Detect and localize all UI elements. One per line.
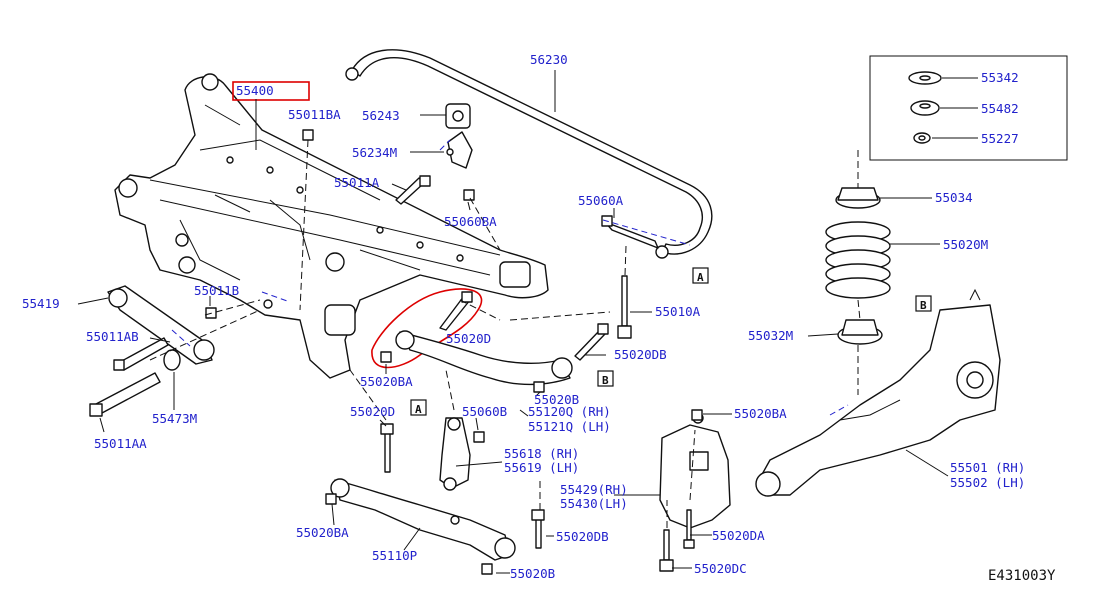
nut-55020BA-left[interactable] [380, 351, 392, 363]
ref-letter-b-right: B [920, 299, 927, 312]
callout-55020m: 55020M [943, 237, 988, 252]
callout-55020d-low: 55020D [350, 404, 395, 419]
upper-link[interactable] [395, 330, 573, 386]
callout-55618: 55618 (RH) [504, 446, 579, 461]
bolt-55011AB[interactable] [113, 337, 169, 371]
callout-55060b: 55060B [462, 404, 507, 419]
stabilizer-bar[interactable] [345, 49, 713, 259]
callout-55429: 55429(RH) [560, 482, 628, 497]
stabilizer-bushing[interactable] [445, 103, 471, 129]
callout-55011ab: 55011AB [86, 329, 139, 344]
callout-56234m: 56234M [352, 145, 397, 160]
callout-55011b: 55011B [194, 283, 239, 298]
lateral-link[interactable] [439, 417, 471, 491]
upper-spring-seat[interactable] [835, 187, 881, 209]
callout-55020db-mid: 55020DB [614, 347, 667, 362]
callout-55020db-bot: 55020DB [556, 529, 609, 544]
bolt-55010A[interactable] [617, 275, 632, 339]
callout-55060a: 55060A [578, 193, 624, 208]
nut-55020B-mid[interactable] [533, 381, 545, 393]
bolt-55020DB-mid[interactable] [574, 323, 609, 361]
rear-subframe[interactable] [114, 73, 549, 379]
callout-55020d-top: 55020D [446, 331, 491, 346]
nut-55060B[interactable] [473, 431, 485, 443]
callout-55419: 55419 [22, 296, 60, 311]
nut-55020BA-bot[interactable] [325, 493, 337, 505]
callout-55011aa: 55011AA [94, 436, 147, 451]
callout-55430: 55430(LH) [560, 496, 628, 511]
callout-55020da: 55020DA [712, 528, 765, 543]
callout-55011a: 55011A [334, 175, 380, 190]
callout-55011ba-top: 55011BA [288, 107, 341, 122]
callout-55473m: 55473M [152, 411, 197, 426]
callout-55020dc: 55020DC [694, 561, 747, 576]
callout-55342: 55342 [981, 70, 1019, 85]
callout-55010a: 55010A [655, 304, 701, 319]
washer-55482[interactable] [910, 100, 940, 116]
ref-box-b-mid [597, 370, 614, 387]
callout-55502: 55502 (LH) [950, 475, 1025, 490]
highlight-box-55400 [232, 81, 310, 101]
nut-55020B-bot[interactable] [481, 563, 493, 575]
callout-55121q: 55121Q (LH) [528, 419, 611, 434]
ref-letter-a-mid: A [415, 403, 422, 416]
washer-55227[interactable] [913, 132, 931, 144]
ref-box-b-right [915, 295, 932, 312]
callout-55020ba-left: 55020BA [360, 374, 413, 389]
callout-55020b-mid: 55020B [534, 392, 579, 407]
bolt-55020DC[interactable] [659, 529, 674, 572]
nut-55020BA-right[interactable] [691, 409, 703, 421]
ref-box-a-top [692, 267, 709, 284]
callout-56243: 56243 [362, 108, 400, 123]
member-stay[interactable] [107, 285, 215, 365]
ref-box-a-mid [410, 399, 427, 416]
ref-letter-b-mid: B [602, 374, 609, 387]
diagram-id: E431003Y [988, 568, 1056, 584]
callout-55482: 55482 [981, 101, 1019, 116]
callout-55619: 55619 (LH) [504, 460, 579, 475]
ref-letter-a-top: A [697, 271, 704, 284]
nut-55060BA[interactable] [463, 189, 475, 201]
callout-55060ba: 55060BA [444, 214, 497, 229]
callout-55020ba-right: 55020BA [734, 406, 787, 421]
callout-55501: 55501 (RH) [950, 460, 1025, 475]
bolt-55020DB-bot[interactable] [531, 509, 545, 549]
bolt-55060A[interactable] [601, 215, 659, 249]
lower-link[interactable] [330, 478, 516, 561]
callout-55032m: 55032M [748, 328, 793, 343]
highlight-circle-upper-link [371, 288, 483, 369]
bolt-55020DA[interactable] [683, 509, 695, 549]
callout-55020b-bot: 55020B [510, 566, 555, 581]
bolt-55020D-top[interactable] [439, 291, 473, 331]
nut-55011BA-top[interactable] [302, 129, 314, 141]
inset-box [869, 55, 1068, 161]
callout-55227: 55227 [981, 131, 1019, 146]
rear-axle-knuckle[interactable] [755, 288, 1001, 497]
callout-55110p: 55110P [372, 548, 417, 563]
lower-spring-seat[interactable] [837, 319, 883, 345]
callout-55400: 55400 [236, 83, 274, 98]
bolt-55011AA[interactable] [89, 372, 161, 417]
washer-55342[interactable] [908, 71, 942, 85]
coil-spring[interactable] [825, 221, 891, 299]
bolt-55020D-low[interactable] [380, 423, 394, 473]
stabilizer-bracket[interactable] [446, 131, 473, 169]
callout-55020ba-bot: 55020BA [296, 525, 349, 540]
callout-55034: 55034 [935, 190, 973, 205]
nut-55020BA-c[interactable] [263, 299, 273, 309]
callout-55120q: 55120Q (RH) [528, 404, 611, 419]
bolt-55011A[interactable] [395, 175, 431, 205]
callout-56230: 56230 [530, 52, 568, 67]
